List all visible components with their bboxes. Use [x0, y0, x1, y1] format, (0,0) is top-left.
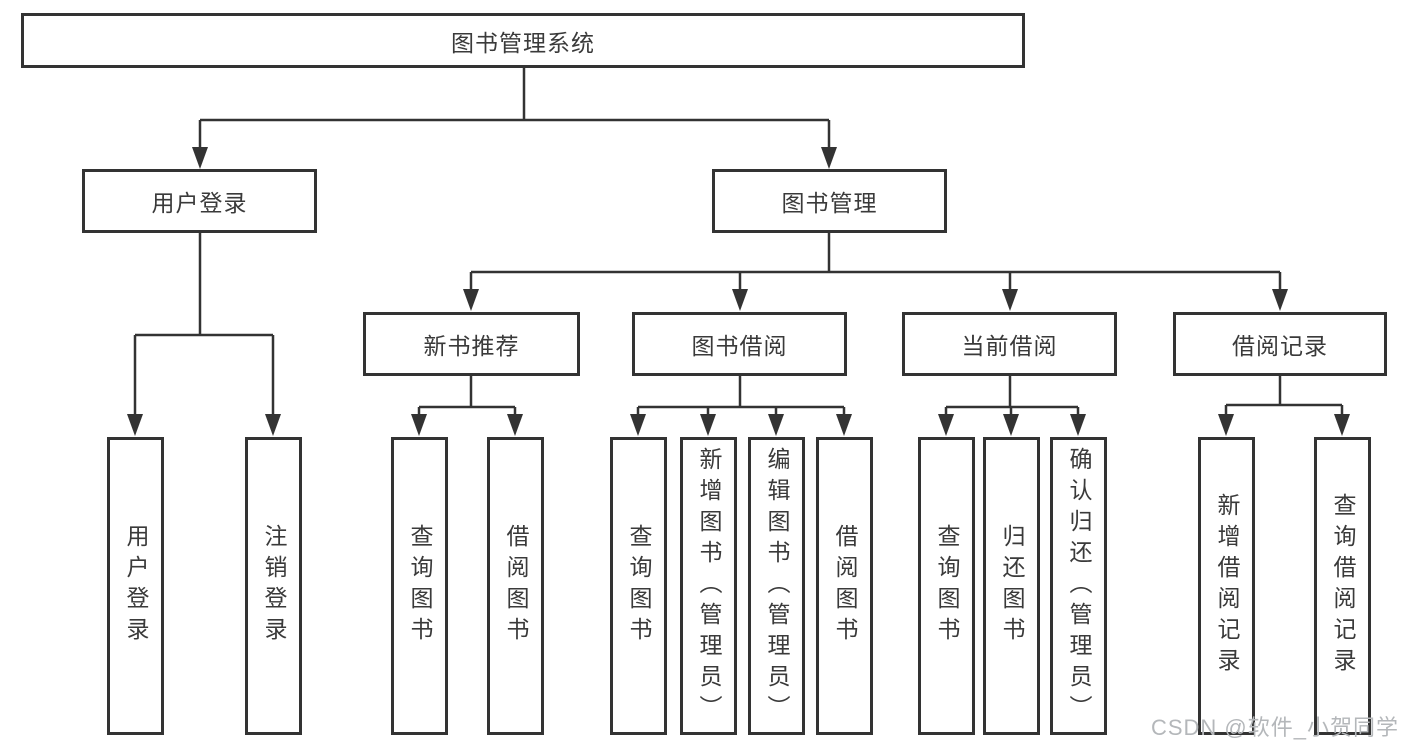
node-book-borrow: 图书借阅: [632, 312, 847, 376]
node-root: 图书管理系统: [21, 13, 1025, 68]
leaf-return-books-label: 归还图书: [999, 524, 1025, 648]
leaf-borrow-books: 借阅图书: [816, 437, 873, 735]
leaf-query-borrow-record: 查询借阅记录: [1314, 437, 1371, 735]
leaf-query-books-recommend: 查询图书: [391, 437, 448, 735]
leaf-return-books: 归还图书: [983, 437, 1040, 735]
leaf-query-books-borrow-label: 查询图书: [626, 524, 652, 648]
leaf-confirm-return-admin: 确认归还（管理员）: [1050, 437, 1107, 735]
leaf-add-books-admin: 新增图书（管理员）: [680, 437, 737, 735]
leaf-logout-label: 注销登录: [261, 524, 287, 648]
node-borrow-records-label: 借阅记录: [1232, 333, 1328, 359]
leaf-user-login-label: 用户登录: [123, 524, 149, 648]
node-new-book-recommend: 新书推荐: [363, 312, 580, 376]
leaf-user-login: 用户登录: [107, 437, 164, 735]
leaf-borrow-books-recommend-label: 借阅图书: [503, 524, 529, 648]
leaf-add-borrow-record: 新增借阅记录: [1198, 437, 1255, 735]
node-user-login-label: 用户登录: [151, 190, 248, 216]
node-book-borrow-label: 图书借阅: [691, 333, 788, 359]
leaf-add-books-admin-label: 新增图书（管理员）: [696, 446, 722, 726]
leaf-borrow-books-label: 借阅图书: [832, 524, 858, 648]
node-book-management: 图书管理: [712, 169, 947, 233]
node-current-borrow: 当前借阅: [902, 312, 1117, 376]
leaf-edit-books-admin: 编辑图书（管理员）: [748, 437, 805, 735]
leaf-logout: 注销登录: [245, 437, 302, 735]
node-user-login: 用户登录: [82, 169, 317, 233]
leaf-edit-books-admin-label: 编辑图书（管理员）: [764, 446, 790, 726]
connector-lines: [133, 68, 1344, 418]
leaf-query-books-current-label: 查询图书: [934, 524, 960, 648]
node-new-book-recommend-label: 新书推荐: [423, 333, 520, 359]
leaf-query-borrow-record-label: 查询借阅记录: [1330, 493, 1356, 679]
node-book-management-label: 图书管理: [781, 190, 878, 216]
node-current-borrow-label: 当前借阅: [961, 333, 1058, 359]
leaf-query-books-current: 查询图书: [918, 437, 975, 735]
node-borrow-records: 借阅记录: [1173, 312, 1387, 376]
leaf-query-books-borrow: 查询图书: [610, 437, 667, 735]
leaf-confirm-return-admin-label: 确认归还（管理员）: [1066, 446, 1092, 726]
node-root-label: 图书管理系统: [451, 29, 595, 56]
leaf-borrow-books-recommend: 借阅图书: [487, 437, 544, 735]
arrowheads: [127, 147, 1350, 436]
leaf-add-borrow-record-label: 新增借阅记录: [1214, 493, 1240, 679]
leaf-query-books-recommend-label: 查询图书: [407, 524, 433, 648]
